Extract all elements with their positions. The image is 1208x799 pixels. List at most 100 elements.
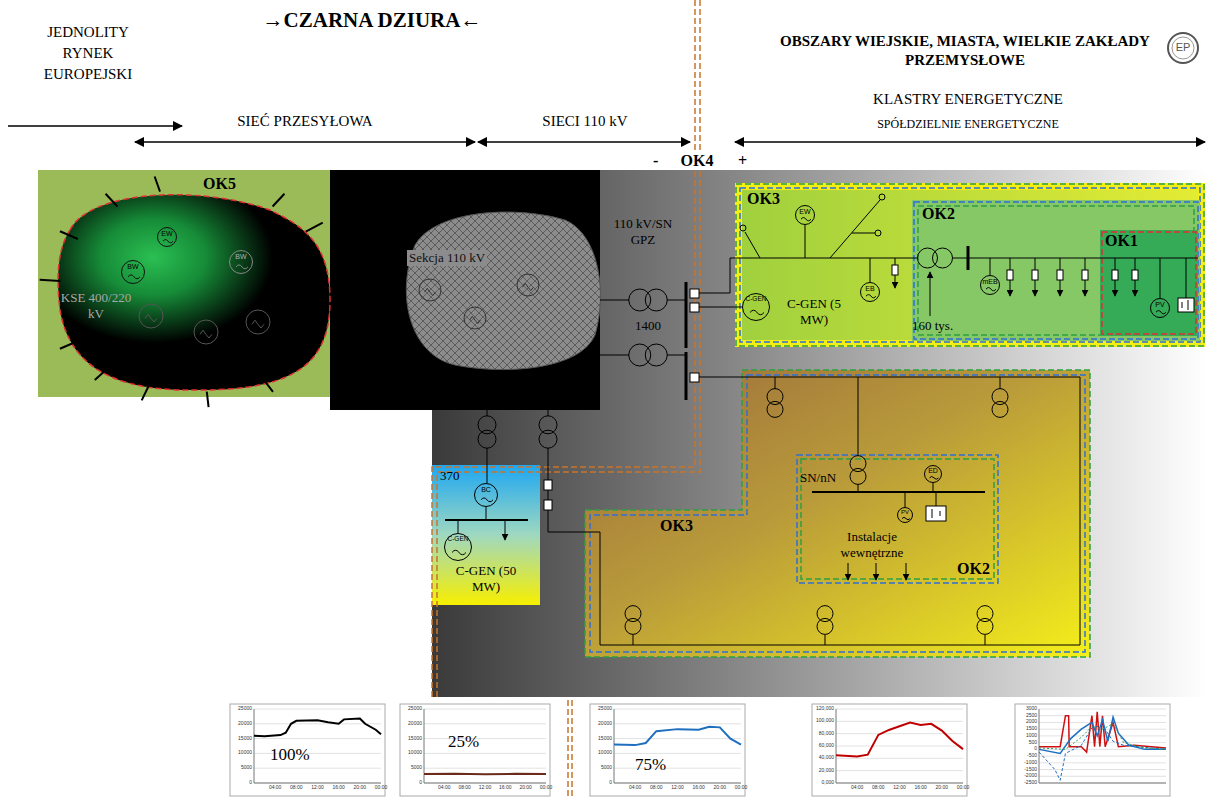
fuse-symbol [1057, 270, 1063, 280]
wire [487, 448, 488, 483]
generator-symbol [517, 274, 539, 296]
axis-tick-label: 500 [1013, 740, 1037, 746]
black-hole-region [330, 170, 600, 410]
grid-line [836, 746, 963, 747]
grid-line [254, 768, 381, 769]
range-arrow [8, 125, 182, 127]
grid-line [254, 709, 381, 710]
wire [858, 377, 859, 456]
annotation-label: SIEĆ PRZESYŁOWA [195, 112, 415, 130]
wire [487, 372, 488, 416]
region-border [590, 375, 1085, 652]
axis-tick-label: -1500 [1013, 767, 1037, 773]
chart-frame [812, 704, 967, 796]
fuse-symbol [892, 265, 898, 275]
region-outline [395, 205, 605, 375]
grid-line [836, 721, 963, 722]
load-arrow [906, 563, 907, 580]
generator-symbol [246, 310, 270, 334]
axis-tick-label: 25000 [398, 706, 422, 712]
grid-line [614, 753, 741, 754]
grid-line [836, 770, 963, 771]
wire [699, 258, 917, 293]
axis-tick-label: 60,000 [810, 743, 834, 749]
wire [548, 377, 1080, 645]
fuse-symbol [1132, 270, 1138, 280]
transformer-symbol [992, 389, 1008, 405]
annotation-label: KLASTRY ENERGETYCZNE [818, 90, 1118, 108]
sine-wave [866, 295, 876, 298]
data-series [1039, 724, 1166, 750]
boundary-tick [106, 194, 118, 207]
axis-tick-label: 04:00 [434, 785, 454, 791]
transformer-symbol [850, 468, 866, 484]
transformer-symbol [850, 456, 866, 472]
generator-symbol [464, 307, 486, 329]
wire [895, 258, 896, 265]
wire [486, 507, 487, 520]
sine-wave [523, 283, 534, 290]
transformer-symbol [645, 344, 667, 366]
boundary-tick [142, 386, 149, 401]
grid-line [614, 768, 741, 769]
pointer-arrow [930, 272, 931, 316]
wire [1186, 258, 1187, 298]
symbol-label: EB [865, 285, 874, 292]
axis-tick-label: 16:00 [329, 785, 349, 791]
axis [836, 709, 963, 783]
annotation-label: 1400 [628, 318, 668, 334]
logo-ring [1172, 37, 1194, 59]
switch [830, 200, 880, 258]
axis-tick-label: 20000 [588, 721, 612, 727]
symbol-label: PV [901, 509, 909, 515]
wire [895, 275, 896, 288]
annotation-label: JEDNOLITY RYNEK EUROPEJSKI [28, 22, 148, 85]
symbol-label: C-GEN [448, 536, 469, 543]
axis-tick-label: 08:00 [868, 785, 888, 791]
boundary-tick [60, 231, 78, 239]
axis-tick-label: -1000 [1013, 760, 1037, 766]
annotation-label: SPÓŁDZIELNIE ENERGETYCZNE [818, 117, 1118, 131]
line-chart [590, 704, 745, 796]
wire [990, 258, 991, 275]
range-arrow [478, 141, 690, 143]
axis-tick-label: 12:00 [668, 785, 688, 791]
axis-tick-label: 20000 [228, 721, 252, 727]
annotation-label: 370 [440, 468, 460, 484]
annotation-label: - [653, 151, 658, 170]
grid-line [614, 723, 741, 724]
diagram-title: →CZARNA DZIURA← [212, 8, 532, 33]
generator-symbol: BW [229, 250, 253, 274]
generator-symbol: EW [795, 205, 815, 225]
wire [870, 258, 871, 282]
axis-tick-label: 0 [398, 780, 422, 786]
grid-line [836, 709, 963, 710]
axis-tick-label: 15000 [588, 736, 612, 742]
load-arrow [1135, 280, 1136, 296]
sine-wave [750, 310, 764, 314]
transformer-symbol [918, 248, 938, 268]
fuse-symbol [1082, 270, 1088, 280]
transformer-symbol [629, 289, 651, 311]
grid-line [254, 723, 381, 724]
axis-tick-label: -2000 [1013, 773, 1037, 779]
region-label: OK3 [747, 189, 780, 208]
ok1-area: OK1PV [1100, 230, 1198, 336]
axis-tick-label: 40,000 [810, 755, 834, 761]
wire [699, 307, 742, 308]
axis-tick-label: 15000 [398, 736, 422, 742]
generator-symbol: PV [1150, 298, 1170, 318]
transformer-symbol [539, 416, 557, 434]
battery-plate [1182, 302, 1183, 308]
load-arrow [876, 563, 877, 580]
grid-line [1039, 762, 1166, 763]
cgen-50mw-box: C-GEN (50 MW)BCC-GEN [432, 465, 540, 605]
boundary-tick [263, 378, 273, 392]
breaker-symbol [544, 500, 552, 510]
axis-tick-label: 12:00 [475, 785, 495, 791]
axis-tick-label: 12:00 [890, 785, 910, 791]
axis-tick-label: 3000 [1013, 706, 1037, 712]
boundary-tick [40, 280, 61, 281]
data-series [254, 718, 381, 736]
transformer-symbol [478, 430, 496, 448]
